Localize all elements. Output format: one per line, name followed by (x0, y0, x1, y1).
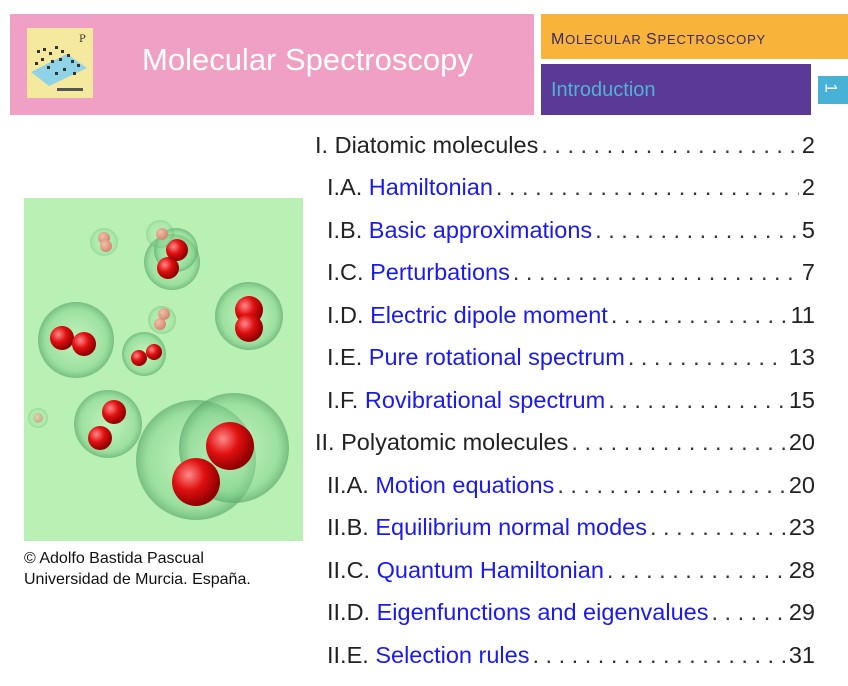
toc-number: II.B. (327, 514, 376, 540)
toc-leader-dots (608, 387, 786, 414)
toc-number: II.A. (327, 471, 376, 498)
toc-page-number: 11 (790, 301, 815, 328)
toc-leader-dots (711, 599, 785, 626)
toc-link[interactable]: Perturbations (370, 259, 510, 285)
toc-page-number: 23 (788, 514, 815, 540)
toc-link[interactable]: Rovibrational spectrum (364, 386, 606, 413)
toc-link[interactable]: Hamiltonian (368, 174, 493, 200)
toc-leader-dots (496, 174, 799, 201)
toc-row[interactable]: II.E. Selection rules 31 (315, 635, 815, 675)
toc-leader-dots (571, 429, 785, 456)
toc-page-number: 5 (801, 216, 815, 243)
image-credit: © Adolfo Bastida Pascual Universidad de … (24, 548, 251, 590)
toc-row: II. Polyatomic molecules 20 (315, 423, 815, 463)
toc-row[interactable]: II.A. Motion equations 20 (315, 465, 815, 505)
page-title: Molecular Spectroscopy (142, 42, 473, 77)
toc-link[interactable]: Basic approximations (368, 216, 593, 243)
toc-number: I.A. (327, 174, 369, 200)
toc-link[interactable]: Equilibrium normal modes (375, 514, 647, 540)
credit-institution: Universidad de Murcia. España. (24, 571, 251, 588)
toc-row[interactable]: I.E. Pure rotational spectrum 13 (315, 338, 815, 378)
toc-leader-dots (557, 472, 786, 499)
svg-text:P: P (79, 34, 86, 45)
toc-row[interactable]: I.C. Perturbations 7 (315, 253, 815, 293)
toc-row[interactable]: I.D. Electric dipole moment 11 (315, 295, 815, 335)
page-number: 1 (821, 83, 841, 93)
toc-number: II. (315, 429, 342, 455)
toc-heading: Diatomic molecules (334, 131, 539, 158)
chapter-bar[interactable]: MOLECULAR SPECTROSCOPY (541, 14, 848, 59)
toc-row[interactable]: I.B. Basic approximations 5 (315, 210, 815, 250)
molecules-illustration (24, 198, 303, 541)
toc-number: I.D. (327, 301, 371, 328)
toc-leader-dots (541, 132, 799, 159)
toc-page-number: 28 (788, 556, 815, 583)
toc-number: I.B. (327, 216, 369, 243)
page-number-tab[interactable]: 1 (818, 76, 848, 104)
toc-number: I.C. (327, 259, 371, 285)
toc-page-number: 2 (801, 131, 815, 158)
toc-leader-dots (595, 217, 799, 244)
toc-leader-dots (628, 344, 786, 371)
toc-link[interactable]: Quantum Hamiltonian (376, 556, 604, 583)
toc-number: II.C. (327, 556, 377, 583)
toc-page-number: 2 (801, 174, 815, 200)
toc-leader-dots (611, 302, 788, 329)
toc-link[interactable]: Electric dipole moment (370, 301, 608, 328)
toc-number: II.D. (327, 599, 377, 625)
toc-number: I.E. (327, 344, 369, 370)
toc-page-number: 13 (788, 344, 815, 370)
toc-row[interactable]: I.A. Hamiltonian 2 (315, 168, 815, 208)
molecules-image (24, 198, 303, 541)
toc-page-number: 20 (788, 429, 815, 455)
toc-row[interactable]: II.C. Quantum Hamiltonian 28 (315, 550, 815, 590)
toc-page-number: 29 (788, 599, 815, 625)
logo: P (27, 28, 93, 98)
section-bar[interactable]: Introduction (541, 64, 811, 115)
toc-number: I.F. (327, 386, 365, 413)
toc-leader-dots (650, 514, 786, 541)
toc-link[interactable]: Motion equations (375, 471, 555, 498)
toc-row[interactable]: II.B. Equilibrium normal modes 23 (315, 508, 815, 548)
toc-link[interactable]: Pure rotational spectrum (368, 344, 625, 370)
header-banner: P Molecular Spectroscopy (10, 14, 534, 115)
toc-link[interactable]: Eigenfunctions and eigenvalues (376, 599, 709, 625)
toc-page-number: 7 (801, 259, 815, 285)
logo-graphic: P (27, 28, 93, 98)
toc-number: II.E. (327, 641, 376, 668)
toc-page-number: 15 (788, 386, 815, 413)
toc-leader-dots (532, 642, 785, 669)
toc-row[interactable]: I.F. Rovibrational spectrum 15 (315, 380, 815, 420)
toc-heading: Polyatomic molecules (341, 429, 569, 455)
toc-page-number: 31 (788, 641, 815, 668)
chapter-label: MOLECULAR SPECTROSCOPY (551, 31, 767, 48)
toc-number: I. (315, 131, 335, 158)
toc-link[interactable]: Selection rules (375, 641, 530, 668)
toc-leader-dots (607, 557, 786, 584)
toc-row: I. Diatomic molecules 2 (315, 125, 815, 165)
credit-author: © Adolfo Bastida Pascual (24, 550, 204, 567)
toc-page-number: 20 (788, 471, 815, 498)
toc-row[interactable]: II.D. Eigenfunctions and eigenvalues 29 (315, 593, 815, 633)
section-label: Introduction (551, 79, 656, 101)
toc-leader-dots (513, 259, 799, 286)
